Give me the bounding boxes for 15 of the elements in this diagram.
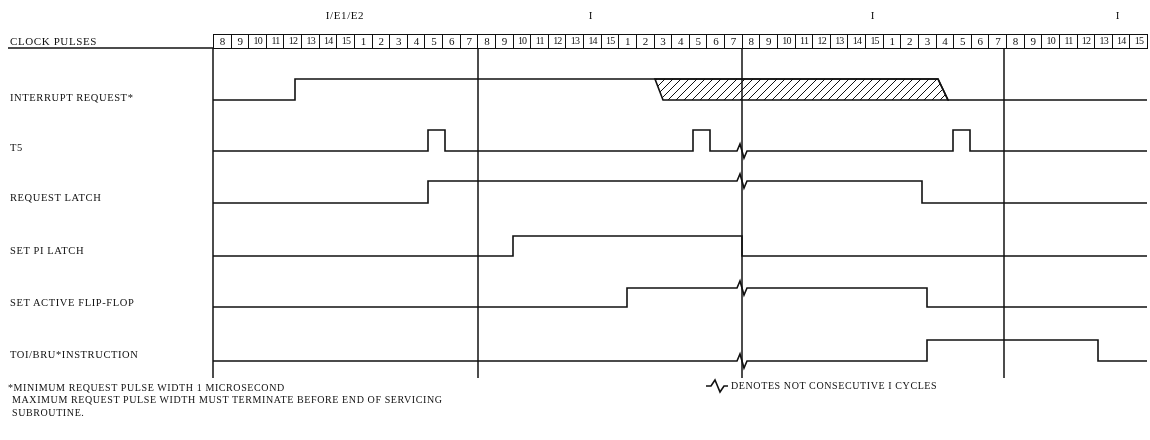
legend-text: DENOTES NOT CONSECUTIVE I CYCLES [731, 379, 938, 392]
footnote: *MINIMUM REQUEST PULSE WIDTH 1 MICROSECOND [8, 381, 285, 394]
signal-name: SET PI LATCH [10, 244, 85, 257]
cycle-label: I [1115, 9, 1121, 22]
cycle-label: I [588, 9, 594, 22]
footnote: MAXIMUM REQUEST PULSE WIDTH MUST TERMINATE BEFORE END OF SERVICING SUBROUTINE. [12, 393, 444, 419]
signal-name: REQUEST LATCH [10, 191, 102, 204]
cycle-label: I/E1/E2 [325, 9, 365, 22]
signal-name: INTERRUPT REQUEST* [10, 91, 134, 104]
row-label: CLOCK PULSES [10, 35, 97, 48]
signal-name: TOI/BRU*INSTRUCTION [10, 348, 139, 361]
signal-name: T5 [10, 141, 23, 154]
signal-name: SET ACTIVE FLIP-FLOP [10, 296, 135, 309]
clock-pulse-cell: 15 [1129, 34, 1149, 49]
cycle-label: I [870, 9, 876, 22]
